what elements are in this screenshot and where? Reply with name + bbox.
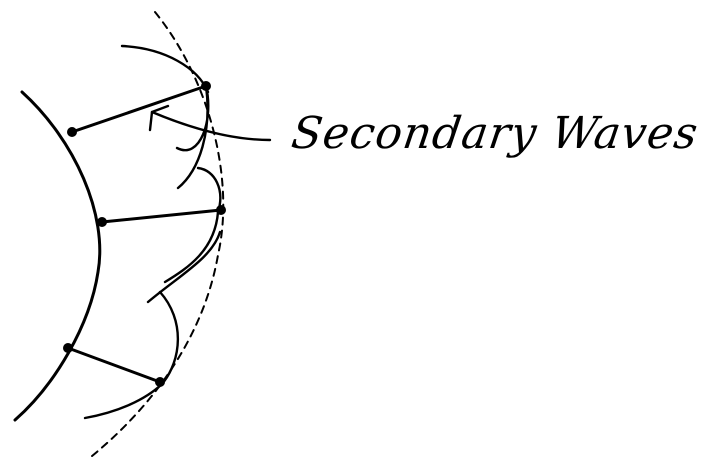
wavelet-top-outer [122,46,208,92]
wavelet-source-point-1 [201,81,211,91]
wavefront-point-2 [97,217,107,227]
secondary-waves-label: Secondary Waves [288,108,701,159]
wavefront-point-1 [67,127,77,137]
primary-wavefront-arc [15,92,100,420]
wavelet-top-inner [177,86,208,188]
wavelet-source-point-2 [216,205,226,215]
ray-line-middle [102,210,221,222]
wavelet-middle [165,168,220,282]
wavefront-point-3 [63,343,73,353]
ray-line-bottom [68,348,160,382]
wavelet-bottom [85,292,178,418]
wavelet-source-point-3 [155,377,165,387]
arrow-leader-line [152,112,270,140]
